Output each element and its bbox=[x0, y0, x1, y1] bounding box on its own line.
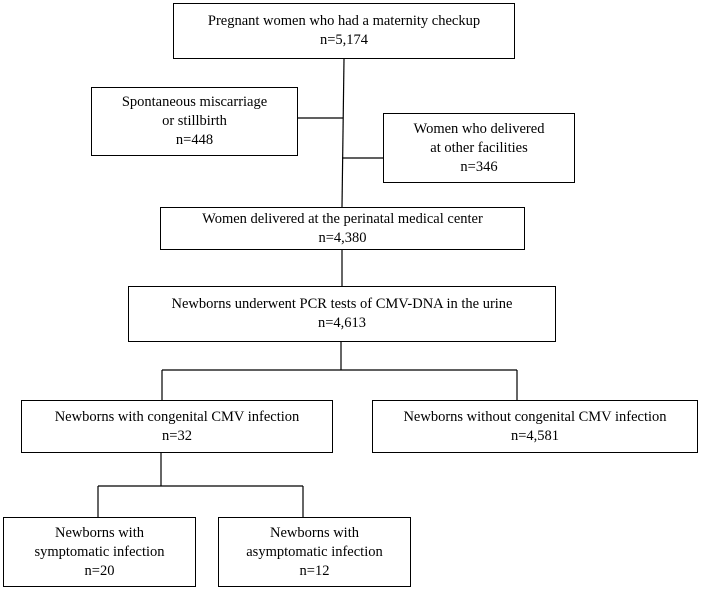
node-other-facilities-count: n=346 bbox=[460, 158, 498, 175]
node-pcr-count: n=4,613 bbox=[317, 315, 367, 331]
node-no-congenital-count: n=4,581 bbox=[510, 427, 560, 444]
node-no-congenital-label: Newborns without congenital CMV infectio… bbox=[403, 408, 667, 425]
node-asymptomatic-count: n=12 bbox=[299, 562, 330, 579]
node-checkup-count: n=5,174 bbox=[319, 32, 369, 48]
node-other-facilities: Women who delivered at other facilities … bbox=[383, 113, 575, 183]
node-congenital-label: Newborns with congenital CMV infection bbox=[54, 408, 300, 425]
node-pcr: Newborns underwent PCR tests of CMV-DNA … bbox=[128, 286, 556, 342]
node-miscarriage-label-2: or stillbirth bbox=[162, 113, 227, 129]
node-miscarriage-label-1: Spontaneous miscarriage bbox=[121, 94, 268, 110]
node-delivered-count: n=4,380 bbox=[318, 229, 367, 246]
node-congenital-count: n=32 bbox=[162, 427, 192, 444]
node-pcr-label: Newborns underwent PCR tests of CMV-DNA … bbox=[171, 296, 513, 312]
node-miscarriage-count: n=448 bbox=[175, 132, 214, 148]
node-symptomatic: Newborns with symptomatic infection n=20 bbox=[3, 517, 196, 587]
node-other-facilities-label-1: Women who delivered bbox=[413, 120, 545, 137]
node-checkup-label: Pregnant women who had a maternity check… bbox=[207, 13, 481, 29]
node-miscarriage: Spontaneous miscarriage or stillbirth n=… bbox=[91, 87, 298, 156]
node-other-facilities-label-2: at other facilities bbox=[430, 139, 528, 156]
node-checkup: Pregnant women who had a maternity check… bbox=[173, 3, 515, 59]
node-delivered-label: Women delivered at the perinatal medical… bbox=[202, 210, 483, 227]
node-congenital: Newborns with congenital CMV infection n… bbox=[21, 400, 333, 453]
node-delivered: Women delivered at the perinatal medical… bbox=[160, 207, 525, 250]
node-symptomatic-label-2: symptomatic infection bbox=[34, 543, 165, 560]
node-asymptomatic-label-1: Newborns with bbox=[269, 524, 359, 541]
node-asymptomatic: Newborns with asymptomatic infection n=1… bbox=[218, 517, 411, 587]
node-symptomatic-count: n=20 bbox=[84, 562, 115, 579]
node-symptomatic-label-1: Newborns with bbox=[54, 524, 144, 541]
edge-checkup-to-delivered bbox=[341, 58, 345, 208]
node-asymptomatic-label-2: asymptomatic infection bbox=[246, 543, 383, 560]
node-no-congenital: Newborns without congenital CMV infectio… bbox=[372, 400, 698, 453]
